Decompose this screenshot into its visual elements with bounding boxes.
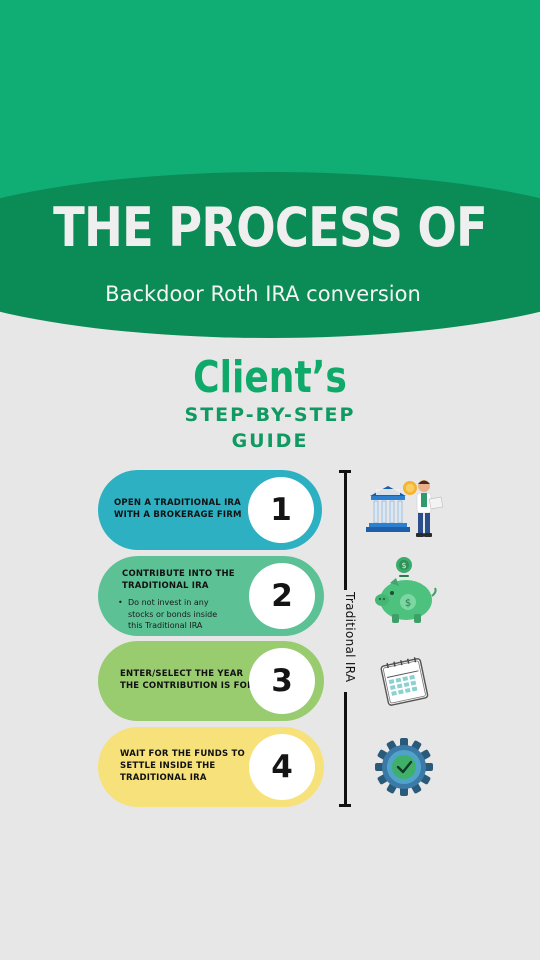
step-1-text: OPEN A TRADITIONAL IRA WITH A BROKERAGE … xyxy=(114,497,242,521)
step-2-bullet-line: Do not invest in any xyxy=(128,598,209,607)
bank-person-icon xyxy=(366,480,444,537)
step-2-line: CONTRIBUTE INTO THE xyxy=(122,569,235,579)
step-1-number: 1 xyxy=(248,477,314,543)
svg-text:$: $ xyxy=(405,598,411,609)
bullet-dot: • xyxy=(118,598,123,607)
step-4-text: WAIT FOR THE FUNDS TO SETTLE INSIDE THE … xyxy=(120,748,245,784)
step-2-line: TRADITIONAL IRA xyxy=(122,581,209,591)
step-3-number: 3 xyxy=(249,648,315,714)
header-ellipse xyxy=(0,172,540,338)
step-4-line: SETTLE INSIDE THE xyxy=(120,761,216,771)
bracket-label: Traditional IRA xyxy=(343,592,357,683)
step-3-pill: ENTER/SELECT THE YEAR THE CONTRIBUTION I… xyxy=(98,641,324,721)
calendar-icon xyxy=(380,657,429,706)
svg-text:$: $ xyxy=(401,561,406,570)
step-3-line: THE CONTRIBUTION IS FOR xyxy=(120,681,254,691)
step-2-bullet: • Do not invest in any stocks or bonds i… xyxy=(118,597,218,632)
bracket-label-gap xyxy=(337,590,357,692)
guide-heading-line2: GUIDE xyxy=(231,430,309,452)
step-2-number: 2 xyxy=(249,563,315,629)
page-subtitle: Backdoor Roth IRA conversion xyxy=(105,282,421,306)
step-3-text: ENTER/SELECT THE YEAR THE CONTRIBUTION I… xyxy=(120,668,254,692)
step-2-bullet-line: this Traditional IRA xyxy=(128,621,203,630)
piggy-bank-icon: $ $ xyxy=(375,557,437,623)
step-4-line: WAIT FOR THE FUNDS TO xyxy=(120,749,245,759)
step-4-number: 4 xyxy=(249,734,315,800)
guide-heading-line1: STEP-BY-STEP xyxy=(184,404,356,426)
bracket-bottom-tick xyxy=(339,804,351,807)
step-2-pill: CONTRIBUTE INTO THE TRADITIONAL IRA • Do… xyxy=(98,556,324,636)
step-2-text: CONTRIBUTE INTO THE TRADITIONAL IRA xyxy=(122,568,235,592)
step-1-line: OPEN A TRADITIONAL IRA xyxy=(114,498,241,508)
page-title: THE PROCESS OF xyxy=(53,196,488,259)
step-4-pill: WAIT FOR THE FUNDS TO SETTLE INSIDE THE … xyxy=(98,727,324,807)
guide-client-heading: Client’s xyxy=(193,352,347,403)
step-4-line: TRADITIONAL IRA xyxy=(120,773,207,783)
step-1-line: WITH A BROKERAGE FIRM xyxy=(114,510,242,520)
step-2-bullet-line: stocks or bonds inside xyxy=(128,609,218,619)
step-3-line: ENTER/SELECT THE YEAR xyxy=(120,669,244,679)
gear-check-icon xyxy=(375,738,433,796)
step-1-pill: OPEN A TRADITIONAL IRA WITH A BROKERAGE … xyxy=(98,470,322,550)
